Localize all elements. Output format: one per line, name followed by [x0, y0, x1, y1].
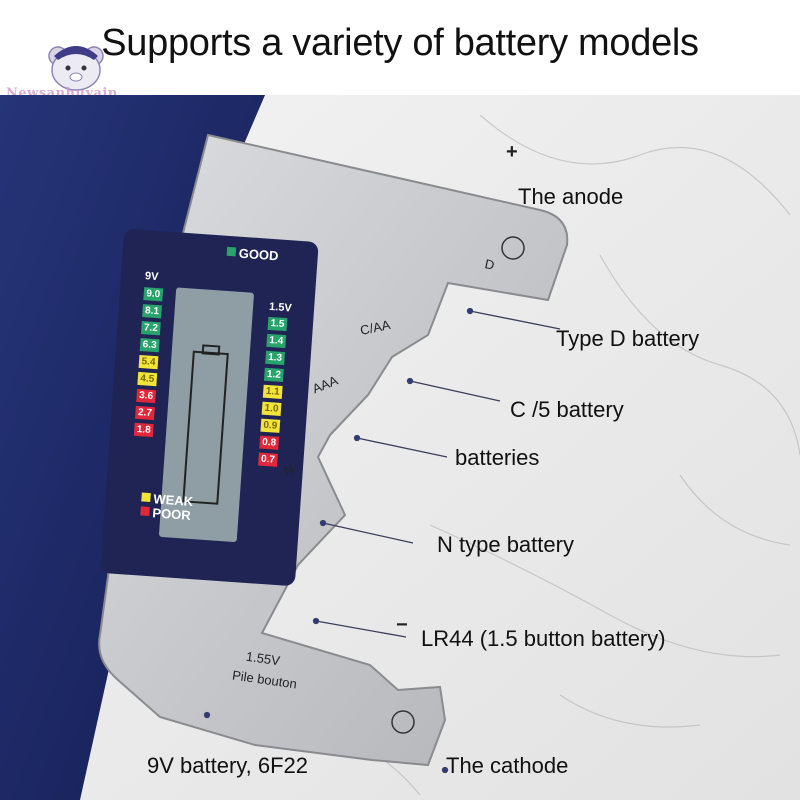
- left-scale-value: 2.7: [134, 405, 155, 421]
- left-scale-value: 8.1: [142, 304, 162, 319]
- left-scale-value: 5.4: [138, 354, 159, 370]
- right-scale-value: 0.7: [258, 452, 278, 467]
- lcd-right-header: 1.5V: [268, 300, 293, 315]
- label-type-d: Type D battery: [556, 326, 700, 351]
- background-art: [0, 95, 800, 800]
- good-swatch: [226, 246, 237, 257]
- callout-lines: [203, 307, 561, 774]
- battery-gauge-screen: [159, 287, 254, 542]
- label-cathode: The cathode: [446, 753, 569, 778]
- photo-scene: The anode Type D battery C /5 battery ba…: [0, 95, 800, 800]
- bear-logo-icon: [48, 46, 104, 91]
- lcd-left-header: 9V: [144, 270, 159, 284]
- label-batteries: batteries: [455, 445, 540, 470]
- weak-swatch: [141, 492, 151, 503]
- label-anode: The anode: [518, 184, 624, 209]
- left-scale-value: 1.8: [133, 422, 154, 438]
- poor-swatch: [140, 506, 150, 517]
- right-scale-value: 1.5: [267, 316, 288, 332]
- left-scale-value: 9.0: [143, 287, 164, 302]
- label-lr44: LR44 (1.5 button battery): [421, 626, 666, 651]
- lcd-good-label: GOOD: [238, 245, 279, 264]
- minus-terminal-icon: [391, 710, 415, 734]
- left-scale-value: 4.5: [137, 371, 158, 387]
- plus-symbol: +: [506, 141, 518, 163]
- header-band: Supports a variety of battery models New…: [0, 0, 800, 101]
- left-scale-value: 6.3: [139, 337, 160, 353]
- lcd-poor-label: POOR: [151, 505, 192, 523]
- right-scale-value: 1.4: [266, 333, 287, 349]
- label-n-type: N type battery: [437, 532, 574, 557]
- left-scale-value: 7.2: [140, 321, 161, 336]
- left-scale-value: 3.6: [136, 388, 157, 404]
- right-scale-value: 1.0: [261, 401, 282, 416]
- right-scale-value: 1.1: [262, 384, 283, 399]
- right-scale-value: 0.9: [260, 418, 281, 433]
- battery-gauge-cap: [201, 344, 221, 356]
- plus-terminal-icon: [501, 236, 525, 260]
- minus-symbol: −: [396, 614, 408, 636]
- right-scale-value: 0.8: [259, 435, 280, 450]
- label-9v: 9V battery, 6F22: [147, 753, 309, 778]
- label-c5: C /5 battery: [510, 397, 624, 422]
- right-scale-value: 1.2: [263, 367, 284, 383]
- page-title: Supports a variety of battery models: [101, 22, 699, 64]
- right-scale-value: 1.3: [265, 350, 286, 366]
